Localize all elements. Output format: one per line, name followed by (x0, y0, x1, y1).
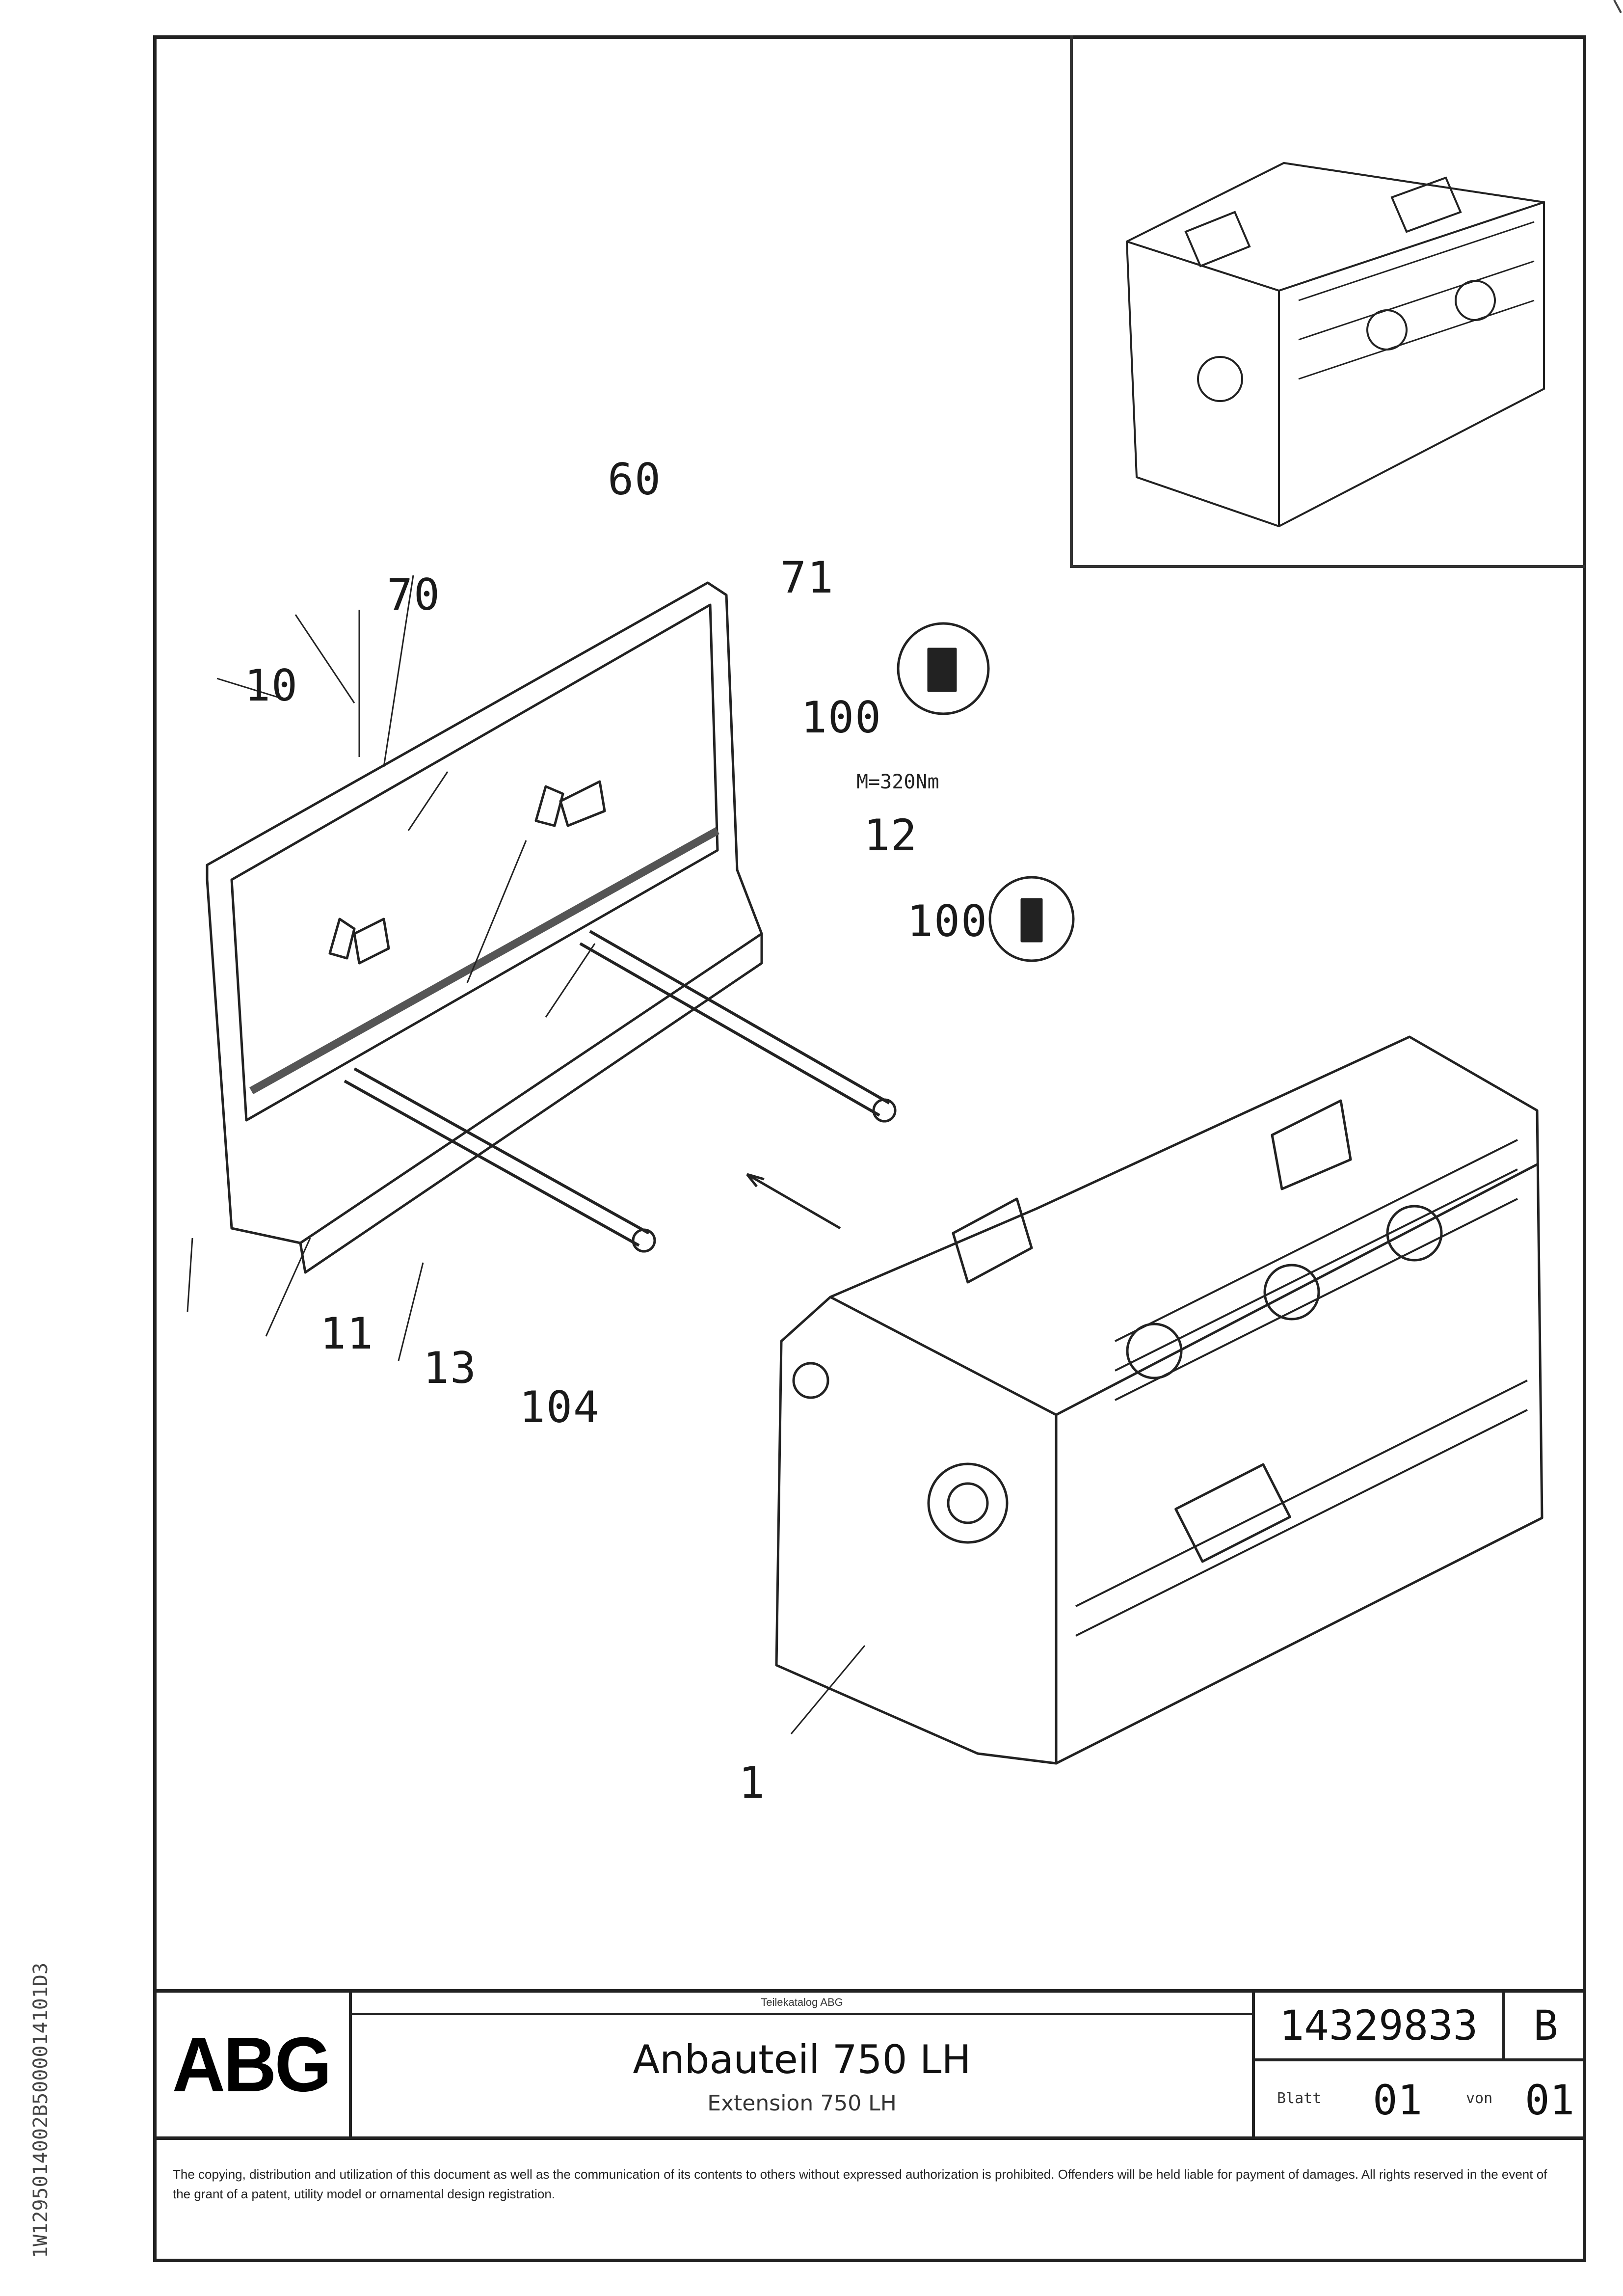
rod-12 (579, 930, 890, 1117)
of-label: von (1466, 2090, 1493, 2107)
rod-13 (344, 1067, 650, 1247)
number-cell: 14329833 B Blatt 01 von 01 (1255, 1993, 1586, 2136)
callout-1: 1 (739, 1757, 766, 1808)
sheet-label: Blatt (1277, 2090, 1322, 2107)
abg-logo: ABG (172, 2021, 332, 2108)
side-code: 1W1295014002B5000014101D3 (25, 1748, 54, 2258)
callout-71: 71 (780, 552, 834, 603)
copyright-disclaimer: The copying, distribution and utilizatio… (153, 2136, 1586, 2262)
title-english: Extension 750 LH (707, 2091, 897, 2116)
machine-body (775, 1035, 1543, 1765)
callout-100-bottom: 100 (907, 896, 988, 946)
exploded-view-drawing (186, 575, 1543, 1765)
of-value: 01 (1525, 2076, 1575, 2124)
callout-104: 104 (519, 1382, 600, 1432)
callout-13: 13 (423, 1343, 477, 1393)
side-code-text: 1W1295014002B5000014101D3 (29, 1962, 52, 2258)
callout-60: 60 (608, 454, 662, 505)
callout-70: 70 (387, 569, 441, 620)
drawing-sheet-frame (153, 35, 1586, 2262)
description-cell: Teilekatalog ABG Anbauteil 750 LH Extens… (352, 1993, 1255, 2136)
sheet-info: Blatt 01 von 01 (1255, 2061, 1586, 2136)
overview-inset-drawing (1125, 162, 1545, 528)
sheet-value: 01 (1373, 2076, 1423, 2124)
corner-mark (1613, 0, 1622, 13)
drawing-number: 14329833 (1255, 1993, 1505, 2061)
callout-12: 12 (864, 810, 918, 861)
callout-100-top: 100 (801, 692, 882, 743)
callout-10: 10 (244, 660, 298, 711)
revision-letter: B (1505, 1993, 1586, 2061)
title-block: ABG Teilekatalog ABG Anbauteil 750 LH Ex… (153, 1989, 1586, 2136)
catalog-header: Teilekatalog ABG (352, 1993, 1252, 2015)
torque-note: M=320Nm (856, 771, 939, 793)
title-german: Anbauteil 750 LH (633, 2037, 971, 2082)
overview-inset (1070, 35, 1585, 568)
logo-cell: ABG (153, 1993, 352, 2136)
callout-11: 11 (320, 1308, 374, 1359)
